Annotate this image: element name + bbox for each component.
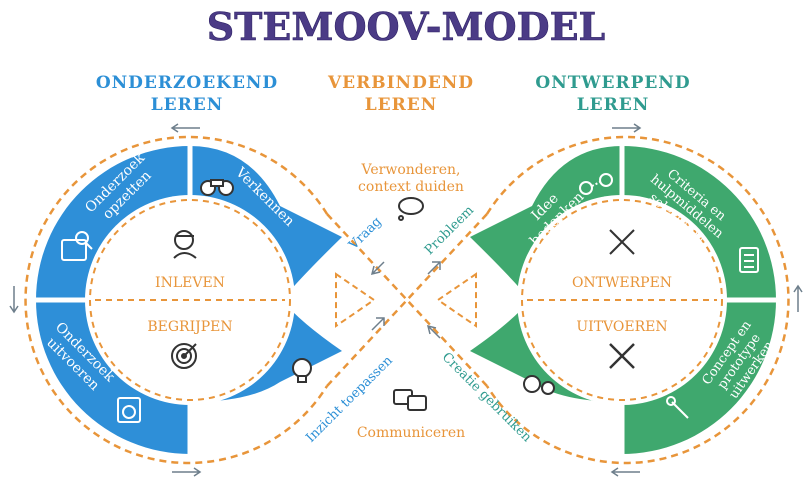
right-outer-dashed-ring <box>485 135 790 465</box>
arrow-center-3 <box>371 317 385 331</box>
center-bottom-label: Communiceren <box>357 425 465 441</box>
arrow-center-1 <box>370 261 385 276</box>
left-outer-dashed-ring <box>24 135 329 465</box>
arrow-top-left <box>170 123 200 133</box>
probleem-label: Probleem <box>422 203 477 258</box>
washing-machine-icon <box>117 397 141 423</box>
right-seg-bottomleft-label: Testen Bijsturen <box>548 400 613 433</box>
right-seg-bottomleft-line1: Testen <box>557 400 604 416</box>
center-top-line1: Verwonderen, <box>361 162 461 178</box>
binoculars-icon <box>200 179 234 196</box>
checklist-icon <box>739 247 759 273</box>
center-right-triangle <box>436 272 477 328</box>
person-thinking-icon <box>173 230 197 259</box>
arrow-bottom-right <box>610 467 640 477</box>
ruler-pencil-icon <box>609 229 635 255</box>
heading-right: ONTWERPEND LEREN <box>535 73 690 115</box>
vraag-label: Vraag <box>346 214 385 253</box>
tools-icon <box>609 343 635 369</box>
heading-middle-line2: LEREN <box>365 95 438 115</box>
flow-arrows <box>9 123 803 477</box>
heading-left-line2: LEREN <box>151 95 224 115</box>
right-inner-circle <box>517 195 727 405</box>
arrow-left-side <box>9 286 19 314</box>
lightbulbs-icon <box>579 173 613 195</box>
gears-icon <box>523 375 555 395</box>
magnifier-clipboard-icon <box>61 231 93 261</box>
heading-middle: VERBINDEND LEREN <box>327 73 474 115</box>
center-top-line2: context duiden <box>358 179 464 195</box>
cross-dashed-line-1 <box>326 213 488 387</box>
heading-right-line1: ONTWERPEND <box>535 73 690 93</box>
left-inner-circle <box>85 195 295 405</box>
arrow-top-right <box>612 123 642 133</box>
right-seg-bottomleft-line2: Bijsturen <box>548 417 613 433</box>
heading-left-line1: ONDERZOEKEND <box>96 73 278 93</box>
heading-left: ONDERZOEKEND LEREN <box>96 73 278 115</box>
left-inner-bottom-label: BEGRIJPEN <box>147 319 232 335</box>
heading-right-line2: LEREN <box>577 95 650 115</box>
right-inner-dashed-ring <box>521 199 723 401</box>
arrow-right-side <box>793 284 803 312</box>
lightbulb-icon <box>292 358 312 383</box>
arrow-center-4 <box>426 324 441 339</box>
left-seg-bottomright-label: Concluderen <box>189 412 280 428</box>
right-inner-bottom-label: UITVOEREN <box>576 319 667 335</box>
heading-middle-line1: VERBINDEND <box>327 73 474 93</box>
target-icon <box>171 343 197 369</box>
speech-bubbles-icon <box>393 389 427 411</box>
cross-dashed-line-2 <box>326 213 488 387</box>
arrow-bottom-left <box>172 467 202 477</box>
thought-cloud-icon <box>398 197 424 221</box>
right-inner-top-label: ONTWERPEN <box>572 275 672 291</box>
diagram-title: STEMOOV-MODEL <box>207 4 606 49</box>
left-inner-top-label: INLEVEN <box>155 275 225 291</box>
arrow-center-2 <box>427 261 441 275</box>
left-inner-dashed-ring <box>89 199 291 401</box>
wrench-icon <box>666 396 689 419</box>
center-left-triangle <box>335 272 376 328</box>
